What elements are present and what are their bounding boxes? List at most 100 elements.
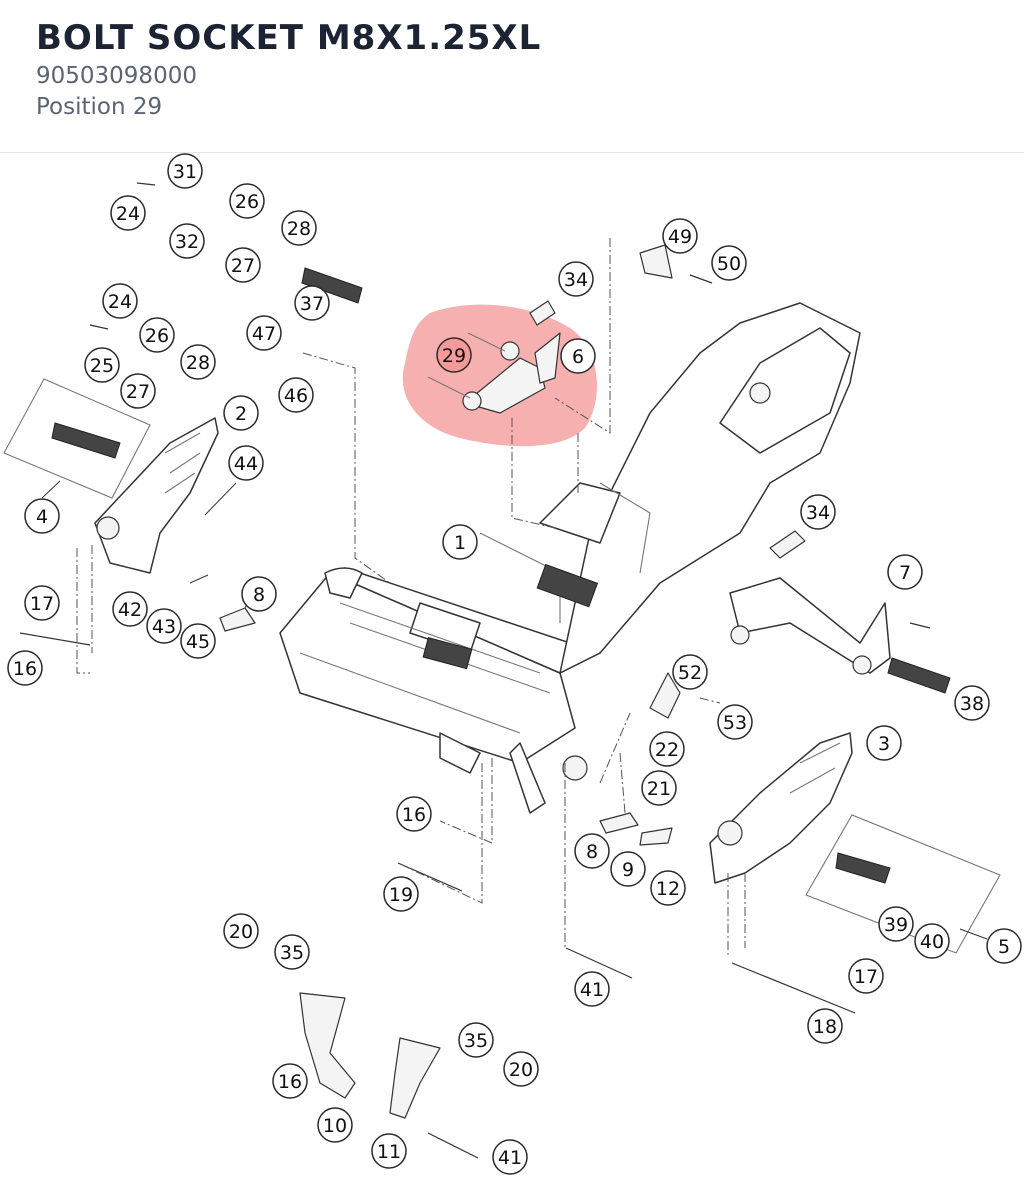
callout-28[interactable]: 28 xyxy=(180,344,216,380)
callout-label: 34 xyxy=(564,269,588,291)
parts-8-9 xyxy=(219,607,673,846)
callout-4[interactable]: 4 xyxy=(24,498,60,534)
hanger-10 xyxy=(299,992,356,1099)
callout-label: 38 xyxy=(960,693,984,715)
callout-27[interactable]: 27 xyxy=(225,247,261,283)
callout-label: 22 xyxy=(655,739,679,761)
callout-35[interactable]: 35 xyxy=(274,934,310,970)
callout-41[interactable]: 41 xyxy=(574,971,610,1007)
callout-label: 12 xyxy=(656,878,680,900)
callout-label: 8 xyxy=(586,841,598,863)
callout-18[interactable]: 18 xyxy=(807,1008,843,1044)
callout-label: 3 xyxy=(878,733,890,755)
callout-label: 43 xyxy=(152,616,176,638)
callout-17[interactable]: 17 xyxy=(24,585,60,621)
callout-24[interactable]: 24 xyxy=(102,283,138,319)
callout-1[interactable]: 1 xyxy=(442,524,478,560)
callout-32[interactable]: 32 xyxy=(169,223,205,259)
callout-37[interactable]: 37 xyxy=(294,285,330,321)
callout-22[interactable]: 22 xyxy=(649,731,685,767)
callout-label: 11 xyxy=(377,1141,401,1163)
callout-24[interactable]: 24 xyxy=(110,195,146,231)
callout-47[interactable]: 47 xyxy=(246,315,282,351)
footpeg-upper-left xyxy=(301,267,363,304)
callout-45[interactable]: 45 xyxy=(180,623,216,659)
callout-39[interactable]: 39 xyxy=(878,906,914,942)
callout-28[interactable]: 28 xyxy=(281,210,317,246)
callout-16[interactable]: 16 xyxy=(272,1063,308,1099)
callout-label: 34 xyxy=(806,502,830,524)
callout-11[interactable]: 11 xyxy=(371,1133,407,1169)
bracket-49 xyxy=(639,244,673,279)
callout-41[interactable]: 41 xyxy=(492,1139,528,1175)
callout-label: 16 xyxy=(278,1071,302,1093)
callout-40[interactable]: 40 xyxy=(914,923,950,959)
callout-label: 8 xyxy=(253,584,265,606)
callout-44[interactable]: 44 xyxy=(228,445,264,481)
part-number: 90503098000 xyxy=(36,63,197,89)
callout-46[interactable]: 46 xyxy=(278,377,314,413)
callout-38[interactable]: 38 xyxy=(954,685,990,721)
callout-label: 44 xyxy=(234,453,258,475)
callout-label: 6 xyxy=(572,346,584,368)
callout-26[interactable]: 26 xyxy=(229,183,265,219)
callout-34[interactable]: 34 xyxy=(800,494,836,530)
callout-43[interactable]: 43 xyxy=(146,608,182,644)
callout-50[interactable]: 50 xyxy=(711,245,747,281)
callout-label: 31 xyxy=(173,161,197,183)
part-position: Position 29 xyxy=(36,94,163,120)
callout-16[interactable]: 16 xyxy=(396,796,432,832)
callout-6[interactable]: 6 xyxy=(560,338,596,374)
callout-7[interactable]: 7 xyxy=(887,554,923,590)
callout-label: 17 xyxy=(30,593,54,615)
callout-label: 35 xyxy=(280,942,304,964)
callout-31[interactable]: 31 xyxy=(167,153,203,189)
callout-29[interactable]: 29 xyxy=(436,337,472,373)
plate-52 xyxy=(649,672,681,719)
callout-25[interactable]: 25 xyxy=(84,347,120,383)
callout-label: 16 xyxy=(13,658,37,680)
callout-17[interactable]: 17 xyxy=(848,958,884,994)
part-header: BOLT SOCKET M8X1.25XL 90503098000 Positi… xyxy=(0,0,1024,152)
callout-16[interactable]: 16 xyxy=(7,650,43,686)
plate-34-right xyxy=(769,530,806,559)
callout-label: 25 xyxy=(90,355,114,377)
callout-52[interactable]: 52 xyxy=(672,654,708,690)
callout-label: 39 xyxy=(884,914,908,936)
callout-10[interactable]: 10 xyxy=(317,1107,353,1143)
callout-26[interactable]: 26 xyxy=(139,317,175,353)
main-frame xyxy=(279,302,861,814)
callout-label: 20 xyxy=(229,921,253,943)
callout-8[interactable]: 8 xyxy=(241,576,277,612)
callout-label: 26 xyxy=(145,325,169,347)
callout-3[interactable]: 3 xyxy=(866,725,902,761)
callout-label: 40 xyxy=(920,931,944,953)
callout-label: 29 xyxy=(442,345,466,367)
callout-label: 41 xyxy=(498,1147,522,1169)
callout-label: 50 xyxy=(717,253,741,275)
callout-42[interactable]: 42 xyxy=(112,591,148,627)
callout-label: 27 xyxy=(126,381,150,403)
callout-5[interactable]: 5 xyxy=(986,928,1022,964)
callout-19[interactable]: 19 xyxy=(383,876,419,912)
leader-lines xyxy=(76,238,746,958)
callout-8[interactable]: 8 xyxy=(574,833,610,869)
callout-label: 2 xyxy=(235,403,247,425)
callout-20[interactable]: 20 xyxy=(503,1051,539,1087)
callout-21[interactable]: 21 xyxy=(641,770,677,806)
callout-20[interactable]: 20 xyxy=(223,913,259,949)
footrest-bracket-left xyxy=(94,417,219,574)
footrest-bracket-right xyxy=(709,732,853,884)
callout-35[interactable]: 35 xyxy=(458,1022,494,1058)
callout-9[interactable]: 9 xyxy=(610,851,646,887)
part-title: BOLT SOCKET M8X1.25XL xyxy=(36,18,542,58)
callout-27[interactable]: 27 xyxy=(120,373,156,409)
callout-53[interactable]: 53 xyxy=(717,704,753,740)
callout-label: 7 xyxy=(899,562,911,584)
callout-34[interactable]: 34 xyxy=(558,261,594,297)
callout-12[interactable]: 12 xyxy=(650,870,686,906)
callout-49[interactable]: 49 xyxy=(662,218,698,254)
callout-2[interactable]: 2 xyxy=(223,395,259,431)
